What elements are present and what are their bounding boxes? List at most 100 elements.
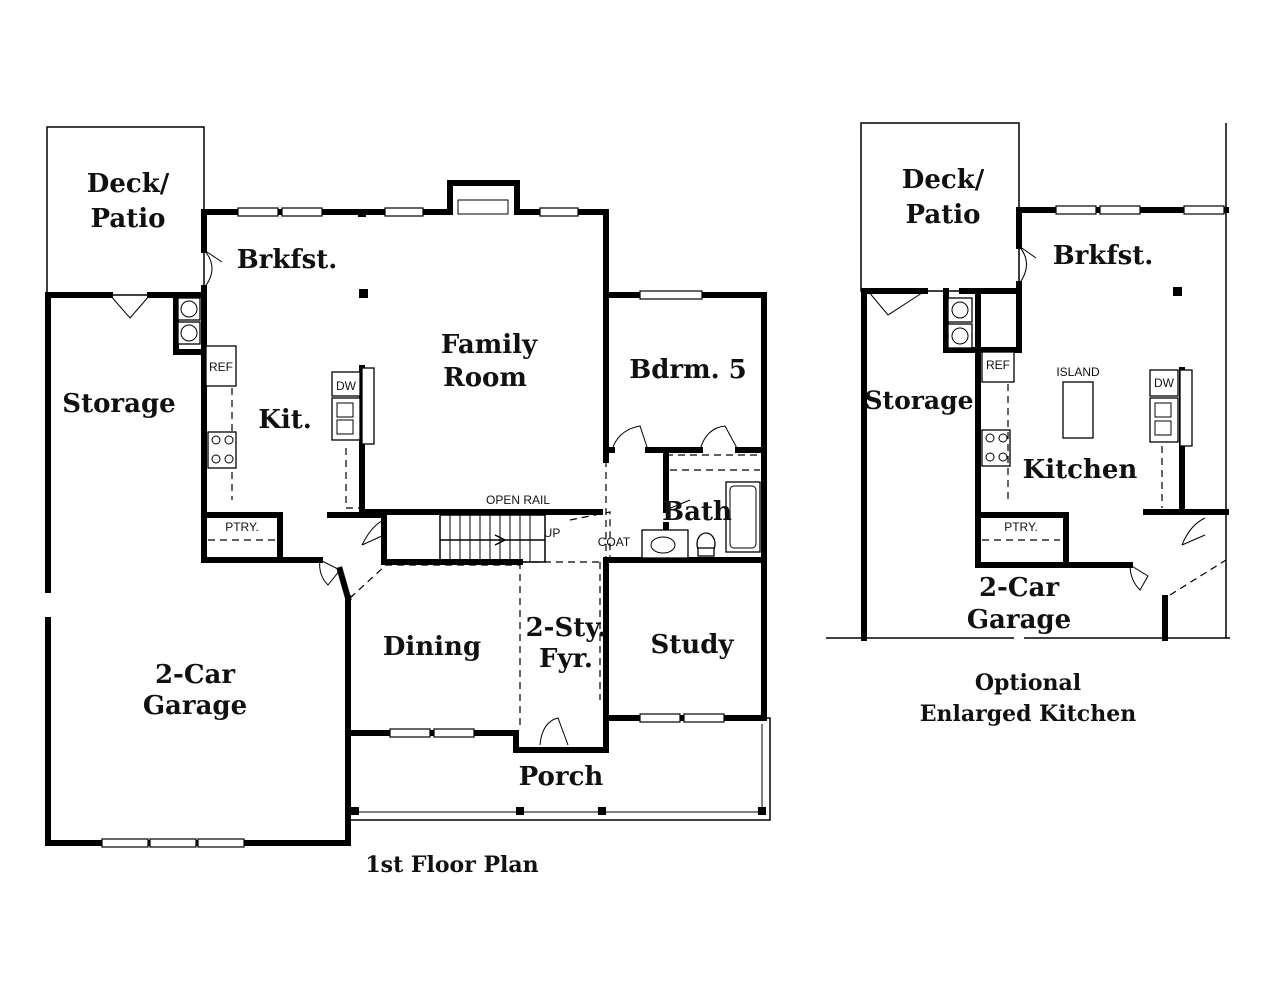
- staircase: [439, 514, 546, 563]
- kitchen-counter-dash: [231, 388, 362, 509]
- door-bath: [665, 499, 691, 511]
- window-garage-2: [149, 838, 197, 848]
- window-dining-2: [433, 728, 475, 738]
- opt-door-storage: [867, 290, 926, 316]
- window-dining-1: [389, 728, 431, 738]
- opt-dishwasher: [1149, 369, 1179, 397]
- window-family-1: [384, 207, 424, 217]
- bathtub: [725, 481, 761, 553]
- column-marker-1: [359, 289, 368, 298]
- coat-dash: [569, 511, 611, 560]
- garage-label-line2: Garage: [143, 691, 247, 721]
- porch-post-1: [351, 807, 359, 815]
- family-room-label-line1: Family: [441, 330, 538, 360]
- opt-ptry-label: PTRY.: [1004, 520, 1038, 534]
- refrigerator: [205, 345, 237, 387]
- window-study-2: [683, 713, 725, 723]
- opt-outer-walls: [861, 207, 1022, 641]
- dw-label: DW: [336, 379, 357, 393]
- family-room-label-line2: Room: [443, 363, 527, 393]
- opt-window-1: [1055, 205, 1097, 215]
- garage-kitchen-wall: [277, 557, 352, 602]
- deck-label-line2: Patio: [91, 204, 166, 234]
- garage-storage-outer-wall: [45, 292, 351, 846]
- storage-label: Storage: [62, 389, 175, 419]
- open-rail-label: OPEN RAIL: [486, 493, 550, 507]
- opt-storage-label: Storage: [864, 386, 973, 415]
- opt-door-deck: [1018, 245, 1037, 285]
- door-bedroom-closet: [699, 425, 739, 451]
- opt-deck-label-line2: Patio: [906, 200, 981, 230]
- rail-dash: [384, 460, 607, 560]
- bath-vanity: [641, 529, 689, 559]
- door-front: [539, 717, 569, 746]
- opt-door-garage: [1129, 564, 1149, 591]
- window-family-2: [539, 207, 579, 217]
- ref-label: REF: [209, 360, 233, 374]
- storage-kitchen-divider: [173, 292, 207, 355]
- garage-label-line1: 2-Car: [155, 660, 235, 690]
- door-garage: [319, 559, 341, 586]
- door-storage: [109, 294, 151, 319]
- foyer-label-line1: 2-Sty.: [526, 613, 607, 643]
- door-deck: [203, 249, 223, 289]
- opt-garage-label-line1: 2-Car: [979, 573, 1059, 603]
- porch-post-3: [598, 807, 606, 815]
- opt-right-dash: [1169, 559, 1227, 596]
- dining-walls: [345, 595, 609, 753]
- opt-divider: [943, 288, 981, 353]
- opt-brkfst-label: Brkfst.: [1053, 241, 1154, 271]
- deck-label-line1: Deck/: [87, 169, 170, 199]
- opt-window-3: [1183, 205, 1225, 215]
- opt-dw-label: DW: [1154, 376, 1175, 390]
- dining-label: Dining: [383, 632, 481, 662]
- study-label: Study: [651, 630, 735, 660]
- opt-counter-dash: [1007, 384, 1163, 508]
- washer-drum: [180, 300, 198, 318]
- dishwasher: [331, 371, 361, 397]
- column-marker-2: [358, 209, 366, 217]
- chimney: [447, 180, 520, 215]
- door-bedroom: [611, 425, 649, 451]
- opt-kitchen-wall: [975, 292, 1133, 568]
- opt-door-hall: [1181, 517, 1206, 546]
- opt-deck-label-line1: Deck/: [902, 165, 985, 195]
- opt-refrigerator: [981, 351, 1015, 383]
- bath-label: Bath: [662, 497, 732, 527]
- opt-kitchen-label: Kitchen: [1023, 455, 1138, 485]
- fireplace: [457, 199, 509, 215]
- dryer-drum: [180, 324, 198, 342]
- kit-label: Kit.: [258, 405, 312, 435]
- opt-sink-counter: [1179, 369, 1193, 447]
- porch-post-2: [516, 807, 524, 815]
- porch-outline: [347, 717, 771, 821]
- ptry-label: PTRY.: [225, 520, 259, 534]
- opt-garage-label-line2: Garage: [967, 605, 1071, 635]
- porch-label: Porch: [519, 762, 604, 792]
- window-brkfst-2: [281, 207, 323, 217]
- window-study-1: [639, 713, 681, 723]
- coat-label: COAT: [598, 535, 631, 549]
- door-kitchen-hall: [361, 519, 385, 546]
- window-garage-3: [197, 838, 245, 848]
- opt-island-label: ISLAND: [1056, 365, 1100, 379]
- window-bedroom: [639, 290, 703, 300]
- opt-window-2: [1099, 205, 1141, 215]
- foyer-label-line2: Fyr.: [539, 644, 593, 674]
- porch-post-4: [758, 807, 766, 815]
- optional-enlarged-kitchen-plan: Deck/ Patio Brkfst. Storage Kitchen 2-Ca…: [826, 122, 1230, 727]
- bdrm5-label: Bdrm. 5: [629, 355, 747, 385]
- opt-caption-line2: Enlarged Kitchen: [920, 701, 1136, 727]
- opt-ref-label: REF: [986, 358, 1010, 372]
- window-brkfst-1: [237, 207, 279, 217]
- main-plan-caption: 1st Floor Plan: [365, 852, 538, 878]
- brkfst-label: Brkfst.: [237, 245, 338, 275]
- main-floor-plan: Deck/ Patio Brkfst. Family Room Bdrm. 5 …: [45, 126, 771, 878]
- up-label: UP: [544, 526, 561, 540]
- opt-island: [1062, 381, 1094, 439]
- window-garage-1: [101, 838, 149, 848]
- opt-column-marker: [1173, 287, 1182, 296]
- opt-caption-line1: Optional: [975, 670, 1081, 696]
- sink-counter: [361, 367, 375, 445]
